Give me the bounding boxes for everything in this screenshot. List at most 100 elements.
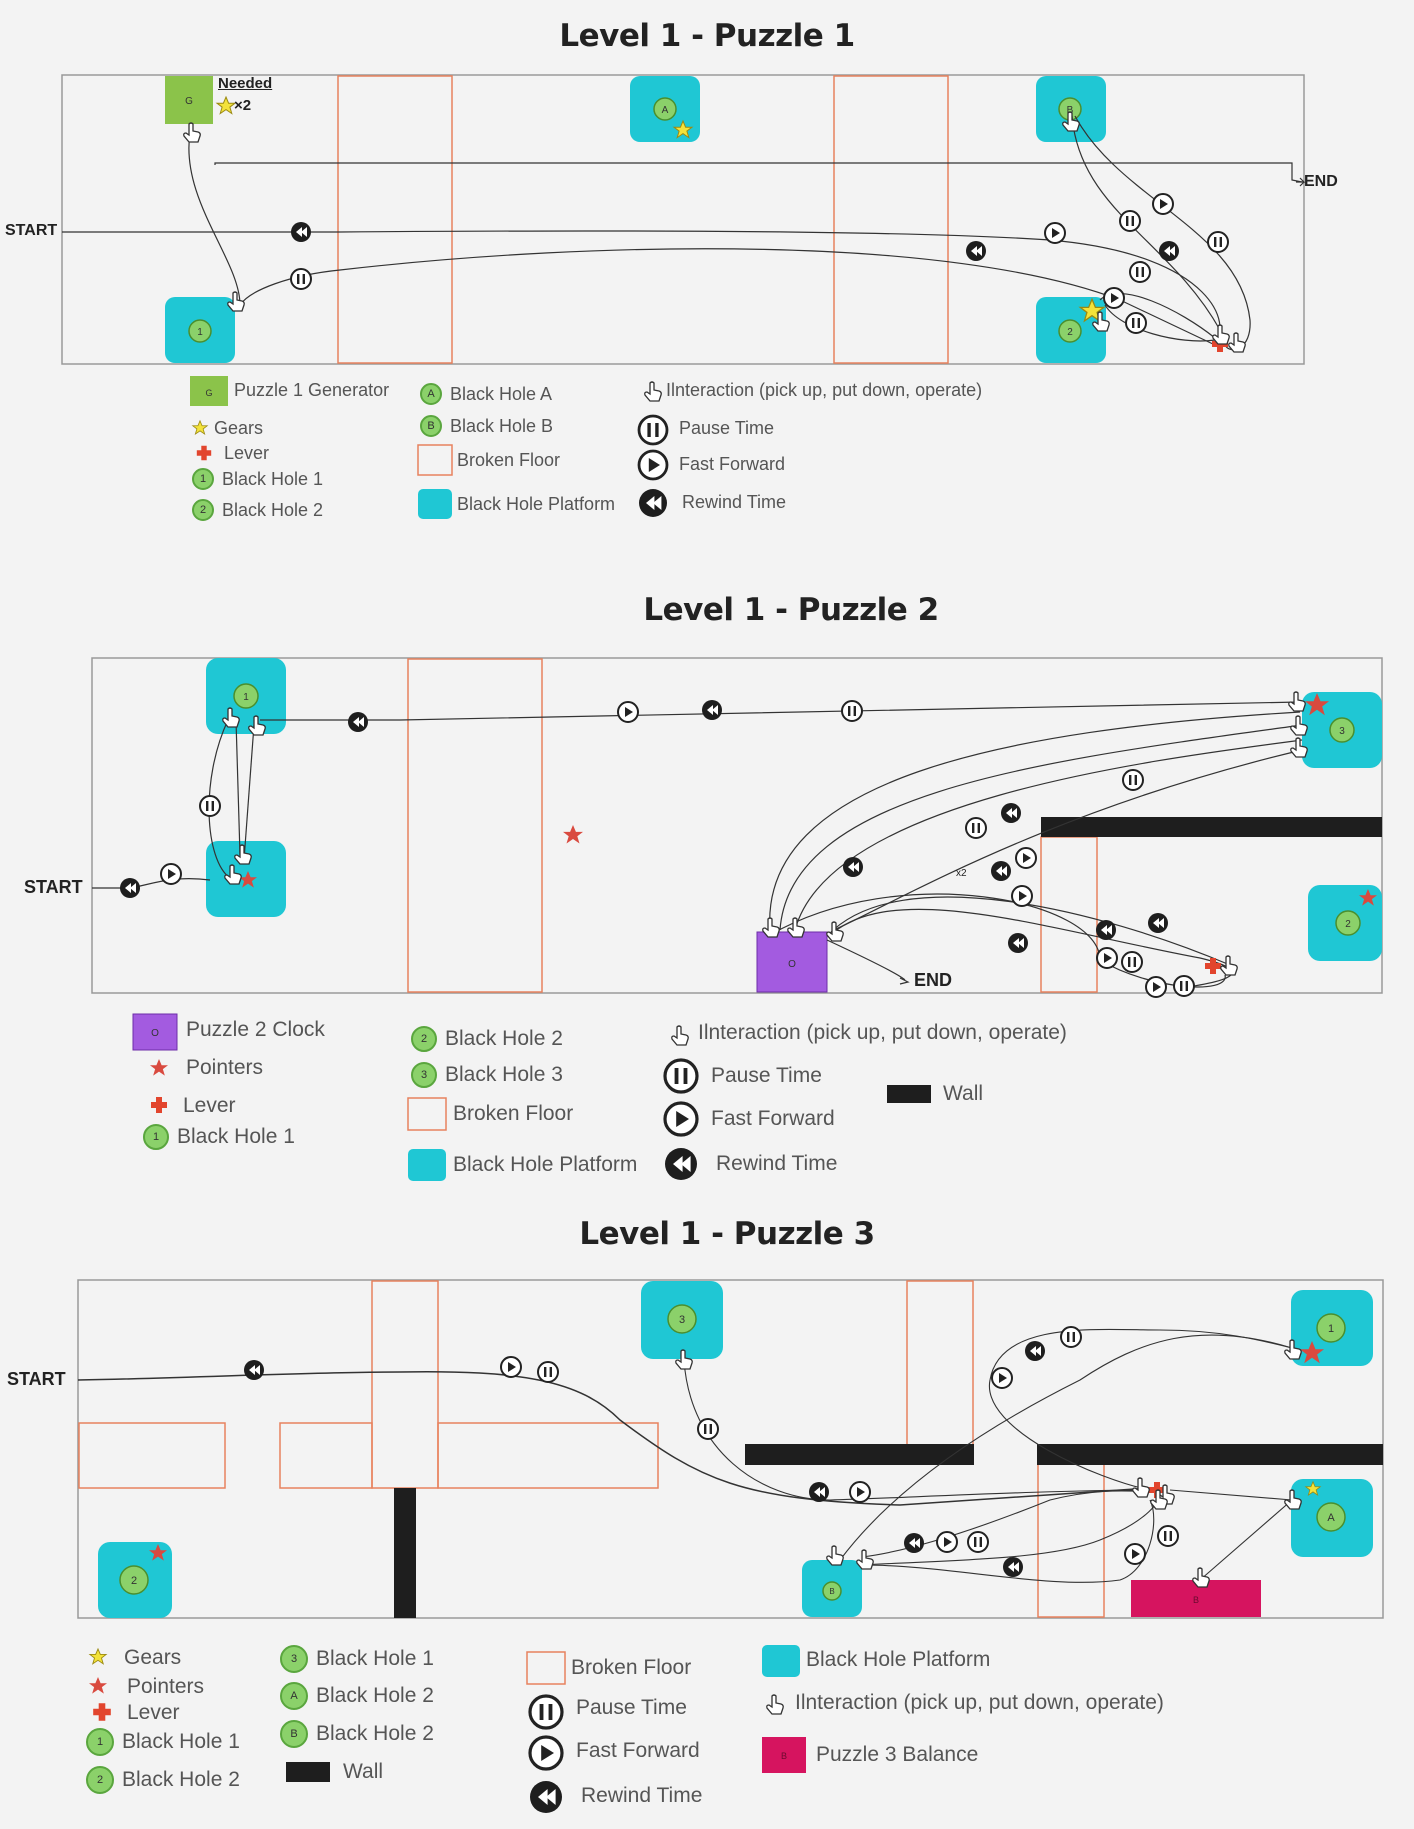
star-pointer-icon: [89, 1677, 107, 1694]
pause-icon: [967, 1531, 989, 1553]
wall: [1041, 817, 1382, 837]
fast-forward-icon: [849, 1481, 871, 1503]
pause-icon: [528, 1694, 564, 1730]
legend-rewind: Rewind Time: [581, 1784, 703, 1807]
legend-rewind: Rewind Time: [682, 492, 787, 512]
puzzle1-start-label: START: [5, 222, 58, 239]
generator-letter: G: [185, 96, 193, 107]
svg-text:2: 2: [131, 1575, 137, 1587]
black-hole-2: [1058, 319, 1082, 343]
svg-text:O: O: [151, 1028, 159, 1039]
puzzle3-start-label: START: [7, 1369, 66, 1389]
legend-lever: Lever: [224, 443, 270, 463]
black-hole-3: [1329, 717, 1355, 743]
puzzle1-map: G A B 1 2 G: [61, 74, 1306, 519]
legend-interaction: Ilnteraction (pick up, put down, operate…: [698, 1021, 1067, 1044]
puzzle1-end-label: END: [1304, 173, 1338, 190]
legend-balance: Puzzle 3 Balance: [816, 1743, 979, 1766]
black-hole-1: [233, 683, 259, 709]
legend-pause: Pause Time: [711, 1064, 822, 1087]
legend-broken-floor: Broken Floor: [453, 1102, 574, 1125]
svg-text:O: O: [788, 959, 796, 970]
legend-wall: Wall: [943, 1082, 984, 1105]
black-hole-b: [822, 1581, 842, 1601]
rewind-icon: [809, 1482, 829, 1502]
legend-pointers: Pointers: [186, 1056, 264, 1079]
legend-broken-floor: Broken Floor: [571, 1656, 692, 1679]
black-hole-1-label: 1: [197, 327, 203, 338]
legend-pointers: Pointers: [127, 1675, 205, 1698]
needed-count: ×2: [234, 97, 252, 114]
svg-text:3: 3: [679, 1314, 685, 1326]
legend-fast-forward: Fast Forward: [679, 454, 786, 474]
hand-pointer-icon: [766, 1694, 784, 1715]
legend-platform: Black Hole Platform: [806, 1648, 991, 1671]
legend-pause: Pause Time: [679, 418, 775, 438]
black-hole-2: [1335, 910, 1361, 936]
legend-pause: Pause Time: [576, 1696, 687, 1719]
black-hole-a: [653, 97, 677, 121]
black-hole-1: [1316, 1313, 1346, 1343]
svg-text:G: G: [205, 388, 212, 398]
legend-clock: Puzzle 2 Clock: [186, 1018, 325, 1041]
legend-platform: Black Hole Platform: [457, 494, 616, 514]
broken-floor: [279, 1422, 373, 1489]
legend-wall: Wall: [343, 1760, 384, 1783]
legend-interaction: Ilnteraction (pick up, put down, operate…: [795, 1691, 1164, 1714]
rewind-icon: [1025, 1341, 1045, 1361]
svg-text:B: B: [781, 1751, 787, 1761]
broken-floor: [337, 75, 453, 364]
broken-floor: [833, 75, 949, 364]
legend-fast-forward: Fast Forward: [576, 1739, 700, 1762]
rewind-icon: [530, 1781, 562, 1813]
wall: [286, 1762, 330, 1782]
legend-interaction: Ilnteraction (pick up, put down, operate…: [666, 380, 983, 400]
legend-generator: Puzzle 1 Generator: [234, 380, 390, 400]
pause-icon: [537, 1361, 559, 1383]
broken-floor: [407, 658, 543, 993]
puzzle2-start-label: START: [24, 877, 83, 897]
svg-text:1: 1: [1328, 1323, 1334, 1335]
puzzle2-title: Level 1 - Puzzle 2: [643, 592, 939, 628]
black-hole-2-label: 2: [1067, 327, 1073, 338]
legend-lever: Lever: [127, 1701, 180, 1724]
puzzle1-title: Level 1 - Puzzle 1: [559, 18, 855, 54]
svg-text:A: A: [1327, 1512, 1335, 1524]
needed-label: Needed: [218, 75, 273, 92]
x2-label: x2: [956, 868, 967, 879]
legend-gears: Gears: [124, 1646, 182, 1669]
broken-floor: [78, 1422, 226, 1489]
gear-icon: [89, 1648, 107, 1665]
legend-fast-forward: Fast Forward: [711, 1107, 835, 1130]
fast-forward-icon: [936, 1531, 958, 1553]
wall: [745, 1444, 974, 1465]
broken-floor: [437, 1422, 659, 1489]
fast-forward-icon: [528, 1735, 564, 1771]
legend-rewind: Rewind Time: [716, 1152, 838, 1175]
lever-icon: [93, 1703, 111, 1721]
rewind-icon: [1003, 1557, 1023, 1577]
black-hole-b-label: B: [1067, 105, 1074, 116]
puzzle1-generator: [165, 76, 213, 124]
svg-text:B: B: [1193, 1595, 1199, 1605]
fast-forward-icon: [1124, 1543, 1146, 1565]
fast-forward-icon: [500, 1356, 522, 1378]
rewind-icon: [244, 1360, 264, 1380]
legend-lever: Lever: [183, 1094, 236, 1117]
svg-text:1: 1: [243, 692, 249, 703]
puzzle2-clock: [756, 931, 828, 993]
fast-forward-icon: [991, 1367, 1013, 1389]
puzzle2-end-label: END: [914, 970, 953, 990]
rewind-icon: [904, 1533, 924, 1553]
legend-platform: Black Hole Platform: [453, 1153, 638, 1176]
